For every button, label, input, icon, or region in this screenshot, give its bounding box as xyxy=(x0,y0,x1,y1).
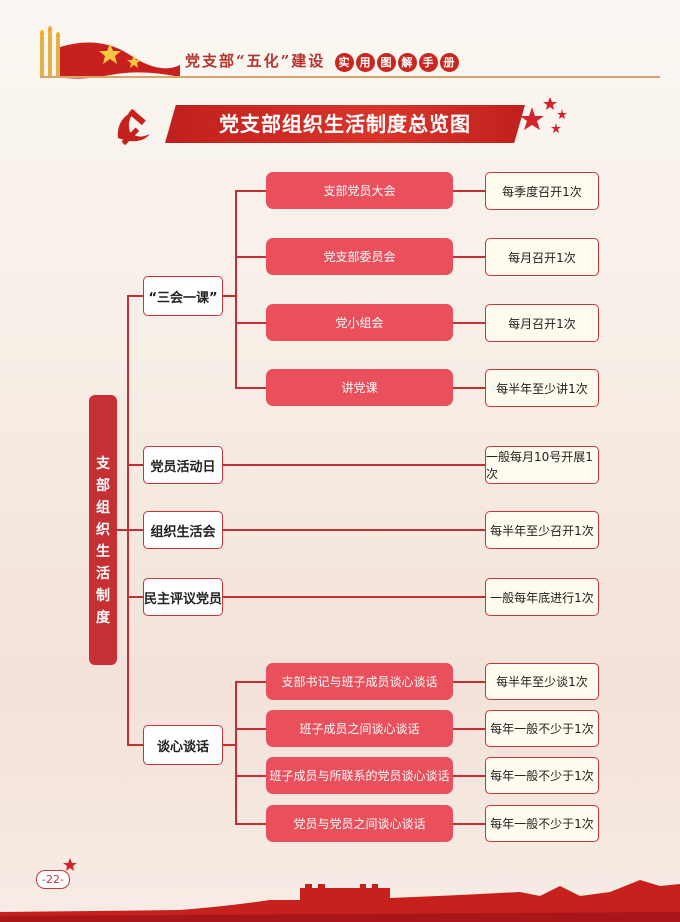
root-char: 生 xyxy=(96,544,110,560)
root-char: 组 xyxy=(96,500,110,516)
sub-item: 支部党员大会 xyxy=(266,172,453,209)
root-char: 织 xyxy=(96,522,110,538)
title-banner xyxy=(165,105,525,143)
connector-spine xyxy=(127,295,129,745)
sub-item: 党小组会 xyxy=(266,304,453,341)
connector xyxy=(127,464,143,466)
connector xyxy=(127,295,143,297)
category-organizational-life-meeting: 组织生活会 xyxy=(143,511,223,549)
connector xyxy=(235,681,266,683)
connector xyxy=(235,823,266,825)
connector xyxy=(453,256,485,258)
header-chip: 用 xyxy=(355,53,375,72)
category-democratic-evaluation: 民主评议党员 xyxy=(143,578,223,616)
header-chip: 解 xyxy=(397,53,417,72)
great-wall-silhouette-icon xyxy=(0,880,680,922)
root-char: 支 xyxy=(96,456,110,472)
connector xyxy=(453,681,485,683)
connector xyxy=(235,190,266,192)
connector-branch-spine xyxy=(235,681,237,824)
page-title: 党支部组织生活制度总览图 xyxy=(219,112,471,136)
connector xyxy=(127,596,143,598)
connector xyxy=(223,529,485,531)
footer-star-icon xyxy=(63,858,77,871)
connector xyxy=(453,190,485,192)
frequency-box: 每年一般不少于1次 xyxy=(485,757,599,794)
root-char: 度 xyxy=(96,610,110,626)
sub-item: 党支部委员会 xyxy=(266,238,453,275)
connector xyxy=(235,256,266,258)
party-emblem-icon xyxy=(117,108,150,146)
header-chip: 图 xyxy=(376,53,396,72)
header-chip: 册 xyxy=(439,53,459,72)
sub-item: 班子成员与所联系的党员谈心谈话 xyxy=(266,757,453,794)
connector xyxy=(235,728,266,730)
flag-decoration-icon xyxy=(40,26,180,79)
connector xyxy=(127,529,143,531)
connector xyxy=(453,728,485,730)
root-char: 活 xyxy=(96,566,110,582)
connector xyxy=(223,596,485,598)
connector-branch-spine xyxy=(235,190,237,388)
sub-item: 班子成员之间谈心谈话 xyxy=(266,710,453,747)
category-heart-to-heart-talk: 谈心谈话 xyxy=(143,725,223,765)
header-divider xyxy=(40,76,660,78)
frequency-box: 每半年至少召开1次 xyxy=(485,511,599,549)
page-number: -22- xyxy=(36,870,70,889)
connector-trunk xyxy=(117,529,128,531)
connector xyxy=(223,744,236,746)
connector xyxy=(127,744,143,746)
frequency-box: 每月召开1次 xyxy=(485,304,599,342)
sub-item: 支部书记与班子成员谈心谈话 xyxy=(266,663,453,700)
header-chip: 实 xyxy=(334,53,354,72)
connector xyxy=(453,775,485,777)
root-char: 制 xyxy=(96,588,110,604)
frequency-box: 每年一般不少于1次 xyxy=(485,805,599,842)
connector xyxy=(235,387,266,389)
frequency-box: 一般每月10号开展1次 xyxy=(485,446,599,484)
frequency-box: 每半年至少讲1次 xyxy=(485,369,599,407)
connector xyxy=(453,823,485,825)
connector xyxy=(453,322,485,324)
root-char: 部 xyxy=(96,478,110,494)
stars-decoration-icon xyxy=(520,97,567,133)
category-san-hui-yi-ke: “三会一课” xyxy=(143,276,223,316)
header-series-text: 党支部“五化”建设 xyxy=(185,52,326,70)
category-party-member-activity-day: 党员活动日 xyxy=(143,446,223,484)
connector xyxy=(223,464,485,466)
frequency-box: 每季度召开1次 xyxy=(485,172,599,210)
header-title: 党支部“五化”建设 实用图解手册 xyxy=(185,50,459,72)
root-node: 支 部 组 织 生 活 制 度 xyxy=(89,395,117,665)
connector xyxy=(453,387,485,389)
connector xyxy=(235,322,266,324)
frequency-box: 一般每年底进行1次 xyxy=(485,578,599,616)
sub-item: 讲党课 xyxy=(266,369,453,406)
header-chip: 手 xyxy=(418,53,438,72)
connector xyxy=(235,775,266,777)
sub-item: 党员与党员之间谈心谈话 xyxy=(266,805,453,842)
frequency-box: 每月召开1次 xyxy=(485,238,599,276)
connector xyxy=(223,295,236,297)
frequency-box: 每半年至少谈1次 xyxy=(485,663,599,700)
frequency-box: 每年一般不少于1次 xyxy=(485,710,599,747)
